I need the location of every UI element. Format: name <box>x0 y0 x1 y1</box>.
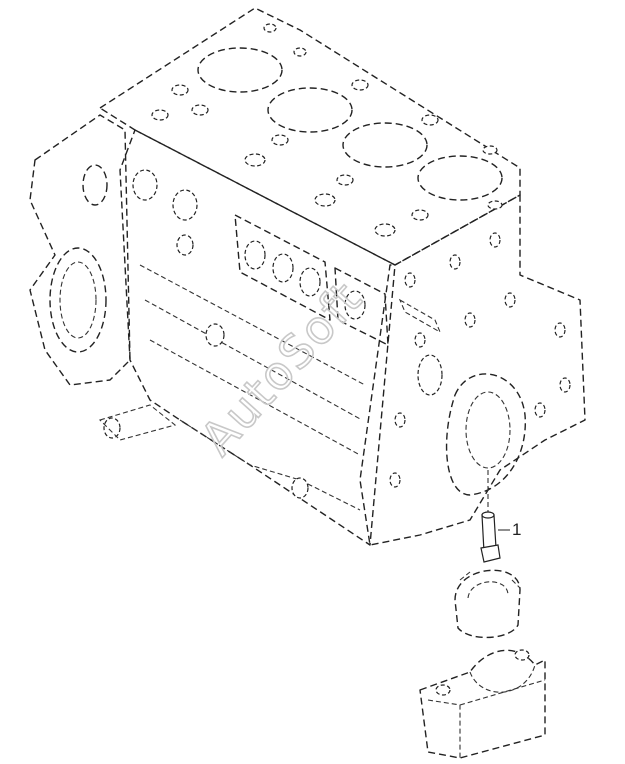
cylinder-bore-4 <box>417 155 503 201</box>
bearing-shell-upper <box>454 569 521 639</box>
block-rear-plate <box>29 114 131 386</box>
side-rib-1 <box>139 264 366 386</box>
side-bracket <box>98 404 177 441</box>
bolt-tip <box>481 511 495 519</box>
side-port-1 <box>244 240 266 270</box>
cylinder-bore-1 <box>197 47 283 93</box>
side-cover-1 <box>234 214 331 321</box>
front-face-holes <box>389 232 571 488</box>
side-boss-2 <box>176 234 194 256</box>
bearing-shell-inner <box>467 581 509 599</box>
rear-plate-bore <box>49 247 107 353</box>
callout-label-1: 1 <box>512 520 521 539</box>
main-bearing-housing <box>445 373 526 496</box>
bearing-shell-edge <box>459 571 521 589</box>
oil-pipe <box>398 298 442 334</box>
watermark-text: AutoSoft <box>190 271 373 466</box>
bearing-cap-arch <box>469 664 536 693</box>
side-port-3 <box>299 267 321 297</box>
side-boss-3 <box>291 477 309 499</box>
cylinder-bore-2 <box>267 87 353 133</box>
engine-block <box>29 7 586 546</box>
bearing-cap <box>419 649 546 759</box>
block-top-deck <box>99 7 521 266</box>
cylinder-bore-3 <box>342 122 428 168</box>
bolt-head <box>480 544 501 563</box>
side-skirt <box>179 419 361 511</box>
bearing-cap-bolt-hole-2 <box>514 649 530 661</box>
side-cover-2 <box>334 267 389 346</box>
rear-plate-bore-inner <box>59 261 97 339</box>
side-port-5 <box>132 169 158 201</box>
side-port-2 <box>272 253 294 283</box>
side-boss-1 <box>205 323 225 347</box>
side-rib-2 <box>144 299 363 421</box>
bearing-cap-face <box>427 679 546 758</box>
side-port-4 <box>344 290 366 320</box>
side-boss-4 <box>103 417 121 439</box>
block-front-face <box>359 194 586 546</box>
bearing-cap-bolt-hole-1 <box>435 684 451 696</box>
deck-holes <box>151 23 503 237</box>
bearing-shell-outer <box>454 569 521 639</box>
main-bearing-bolt <box>480 470 501 563</box>
bearing-cap-outline <box>419 649 546 759</box>
block-side-face <box>119 129 396 546</box>
main-bearing-bore <box>465 391 511 469</box>
rear-plate-hole <box>82 164 108 206</box>
side-port-6 <box>172 189 198 221</box>
